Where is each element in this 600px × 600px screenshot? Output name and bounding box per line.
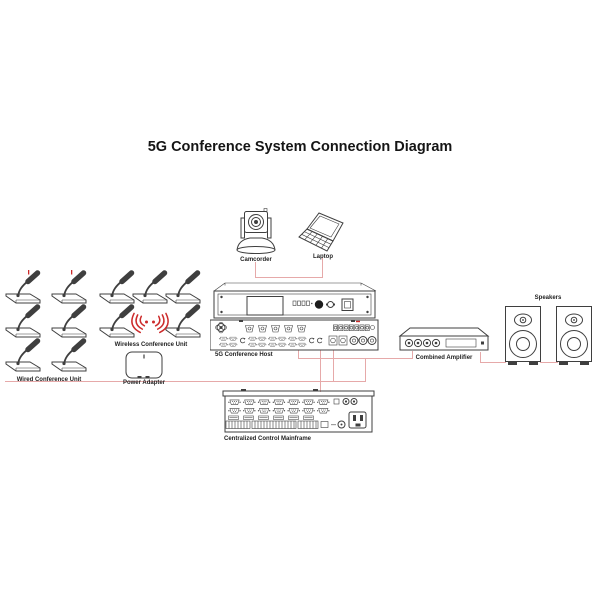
speaker-right: [556, 306, 592, 366]
connection-host-to-amplifier: [298, 358, 413, 359]
conference-host-label: 5G Conference Host: [215, 352, 273, 358]
speakers-label: Speakers: [534, 295, 562, 301]
connection-amplifier-drop: [412, 351, 413, 358]
connection-laptop-to-host: [322, 258, 323, 277]
connection-bus-link: [365, 358, 366, 381]
power-adapter-device: [125, 351, 163, 379]
wired-conference-unit: [4, 270, 94, 376]
camcorder-label: Camcorder: [240, 257, 272, 263]
laptop-icon: [298, 212, 344, 252]
laptop-device: [297, 211, 349, 253]
wireless-conference-unit-label: Wireless Conference Unit: [114, 342, 188, 348]
connection-adapter-bus: [5, 381, 366, 382]
camcorder-icon: [236, 208, 276, 254]
terminal-strips: [225, 420, 319, 429]
connection-camcorder-to-host: [255, 262, 256, 277]
speaker-icon: [556, 306, 592, 366]
diagram-title: 5G Conference System Connection Diagram: [147, 139, 453, 155]
wireless-microphones-icon: [98, 270, 204, 342]
mainframe-device: [222, 388, 376, 434]
amplifier-label: Combined Amplifier: [415, 355, 473, 361]
laptop-label: Laptop: [313, 254, 333, 260]
connection-amplifier-to-speaker: [480, 362, 506, 363]
power-adapter-icon: [125, 351, 163, 379]
connection-video-bus: [255, 277, 323, 278]
power-adapter-label: Power Adapter: [122, 380, 166, 386]
conference-host-icon: [210, 282, 379, 351]
speaker-icon: [505, 306, 541, 366]
wired-microphones-icon: [4, 270, 94, 376]
wired-conference-unit-label: Wired Conference Unit: [16, 377, 82, 383]
wifi-signal-icon: [131, 312, 169, 334]
amplifier-device: [398, 327, 490, 353]
mainframe-label: Centralized Control Mainframe: [224, 436, 312, 442]
wireless-conference-unit: [98, 270, 204, 342]
amplifier-icon: [398, 327, 490, 351]
connection-host-to-adapter-bus: [333, 350, 334, 381]
connection-host-drop-left: [298, 350, 299, 358]
connection-amplifier-out: [480, 352, 481, 362]
speaker-left: [505, 306, 541, 366]
camcorder-device: [228, 206, 284, 256]
mainframe-icon: [222, 389, 375, 433]
conference-host-device: [210, 280, 380, 352]
connection-speaker-to-speaker: [540, 362, 558, 363]
connection-host-to-mainframe: [320, 350, 321, 392]
